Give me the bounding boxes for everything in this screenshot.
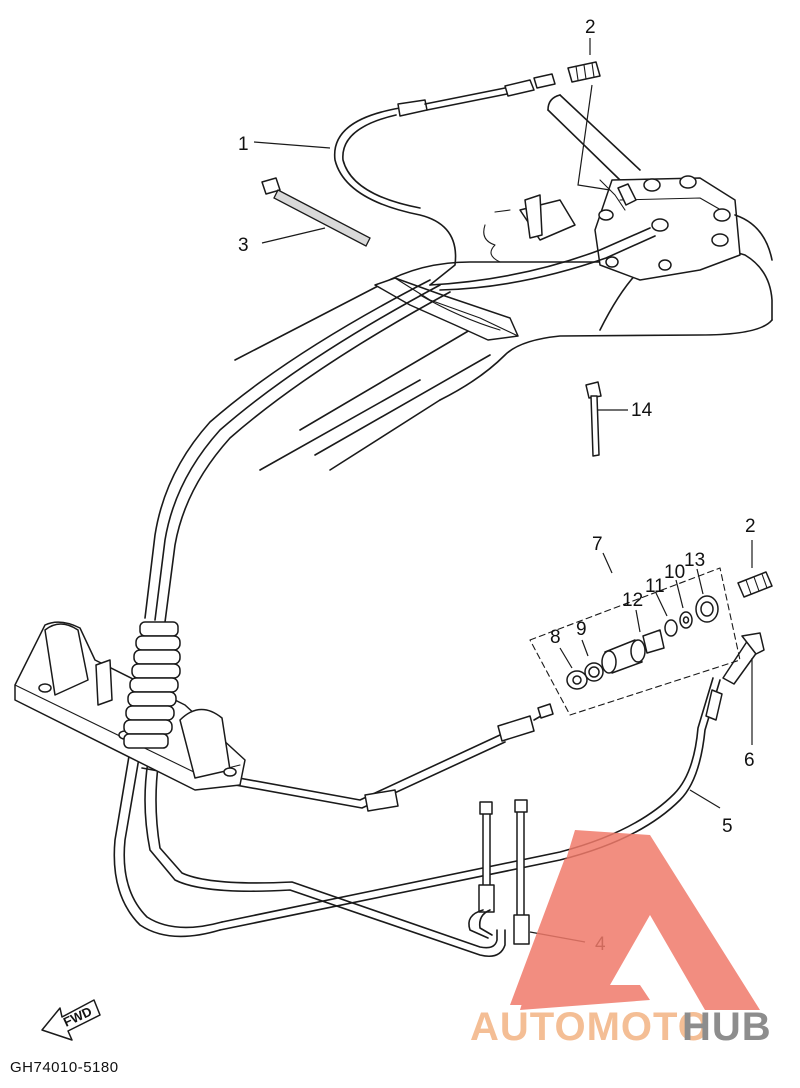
watermark-text-b: HUB: [682, 1005, 772, 1049]
watermark-logo: AUTOMOTO HUB: [470, 830, 772, 1049]
callout-10: 10: [664, 562, 685, 583]
callout-5: 5: [722, 816, 733, 837]
callout-14: 14: [631, 400, 653, 421]
fwd-arrow-icon: FWD: [41, 999, 101, 1041]
watermark-text-a: AUTOMOTO: [470, 1005, 710, 1049]
callout-12: 12: [622, 590, 643, 611]
callout-9: 9: [576, 619, 587, 640]
rubber-boot: [123, 621, 181, 749]
cable-bundle: [113, 73, 765, 958]
callout-13: 13: [684, 550, 705, 571]
hull-deck: [234, 248, 773, 471]
cable-tie-3: [261, 177, 371, 247]
handlebar-assembly: [483, 94, 773, 281]
callout-11: 11: [645, 576, 665, 597]
callout-7: 7: [592, 534, 603, 555]
drawing-code: GH74010-5180: [10, 1059, 119, 1076]
clip-14: [585, 381, 602, 457]
callout-labels: 1 2 2 3 4 5 6 7 8 9 10 11 12 13 14: [238, 17, 756, 955]
watermark-triangle-icon: [510, 830, 760, 1010]
callout-3: 3: [238, 235, 249, 256]
callout-6: 6: [744, 750, 755, 771]
parts-group-7: [529, 567, 741, 716]
callout-2-right: 2: [745, 516, 756, 537]
cable-mount-base: [14, 621, 246, 791]
cable-end-2-right: [737, 571, 773, 598]
cable-end-2-top: [567, 61, 601, 83]
leader-lines: [253, 38, 753, 943]
callout-2-top: 2: [585, 17, 596, 38]
callout-8: 8: [550, 627, 561, 648]
callout-1: 1: [238, 134, 249, 155]
